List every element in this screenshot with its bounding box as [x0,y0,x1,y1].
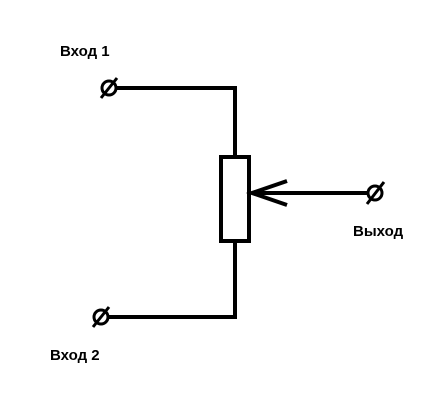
input-1-label: Вход 1 [60,43,110,60]
wiper-arrow-icon [245,179,288,207]
resistor-body [219,155,251,243]
input-2-label: Вход 2 [50,347,100,364]
output-terminal [365,181,386,205]
output-label: Выход [353,223,404,240]
input-1-terminal [99,77,119,99]
wire-input-1 [116,86,237,157]
wire-input-2 [108,241,237,319]
input-2-terminal [91,306,111,328]
